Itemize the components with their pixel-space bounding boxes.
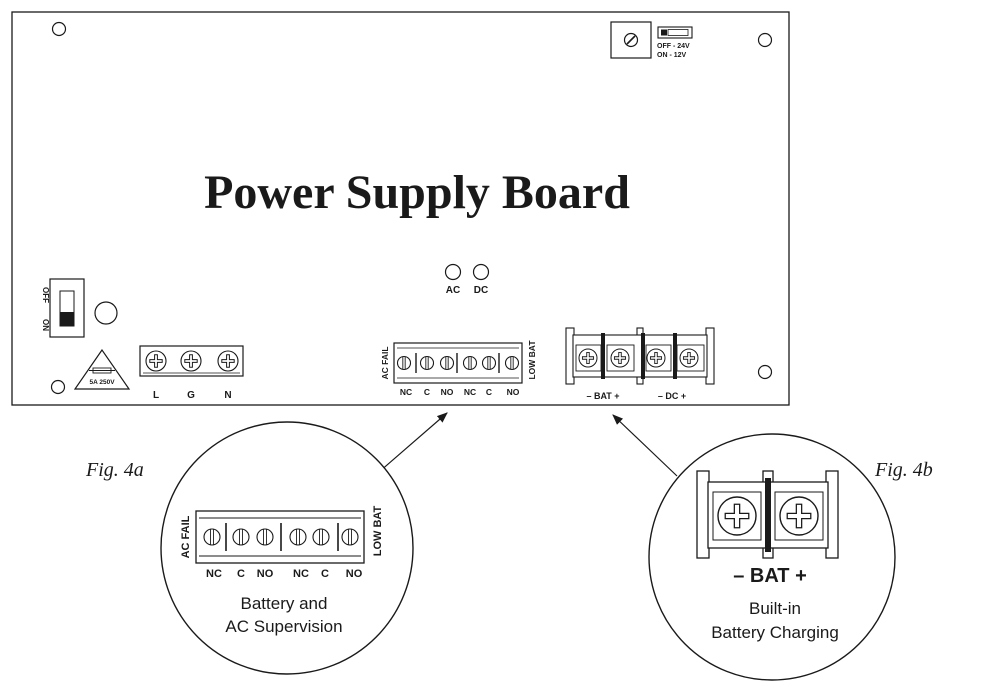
terminal-screw-icon[interactable] (439, 355, 455, 371)
mounting-hole-icon (50, 379, 66, 395)
relay-label-c1: C (424, 387, 430, 397)
relay-terminal-labels: NC C NO NC C NO (400, 387, 520, 397)
dc-led-label: DC (474, 285, 488, 296)
phillips-screw-icon[interactable] (679, 348, 699, 368)
ac-input-labels: L G N (153, 390, 232, 401)
ac-led-icon (444, 263, 462, 281)
terminal-screw-icon[interactable] (341, 528, 359, 546)
fig-4b-description-line1: Built-in (749, 599, 801, 618)
ac-input-screws (145, 350, 239, 372)
fig-4b-bat-label: – BAT + (733, 565, 807, 587)
phillips-screw-icon[interactable] (578, 348, 598, 368)
power-switch-off-label: OFF (41, 287, 50, 303)
board-title: Power Supply Board (204, 166, 630, 219)
fig-4a-terminal-block (195, 510, 365, 564)
terminal-label-n: N (224, 390, 231, 401)
relay-label-nc1: NC (400, 387, 412, 397)
phillips-screw-icon[interactable] (646, 348, 666, 368)
fig-4a-terminal-screws (203, 523, 359, 551)
terminal-screw-icon[interactable] (396, 355, 412, 371)
fig-4a-label-nc2: NC (293, 568, 309, 580)
terminal-screw-icon[interactable] (289, 528, 307, 546)
relay-terminal-block (393, 342, 523, 384)
terminal-screw-icon[interactable] (419, 355, 435, 371)
relay-ac-fail-label: AC FAIL (380, 346, 390, 379)
terminal-screw-icon[interactable] (312, 528, 330, 546)
bat-terminal-label: – BAT + (586, 391, 619, 401)
terminal-screw-icon[interactable] (256, 528, 274, 546)
phillips-screw-icon[interactable] (610, 348, 630, 368)
relay-terminal-screws (396, 353, 520, 373)
bat-dc-barrier-strip (565, 327, 715, 385)
fig-4b-barrier-strip (696, 470, 839, 559)
fuse-rating: 5A 250V (89, 379, 115, 386)
terminal-screw-icon[interactable] (481, 355, 497, 371)
phillips-screw-icon[interactable] (217, 350, 239, 372)
board-circle-icon (94, 301, 118, 325)
fig-4a-label-no1: NO (257, 568, 274, 580)
fig-4b-pointer-arrow (612, 414, 678, 477)
dip-on-label: ON - 12V (657, 52, 687, 59)
relay-label-no1: NO (441, 387, 454, 397)
fig-4a-label-nc1: NC (206, 568, 222, 580)
dc-led-icon (472, 263, 490, 281)
relay-label-no2: NO (507, 387, 520, 397)
terminal-screw-icon[interactable] (203, 528, 221, 546)
relay-low-bat-label: LOW BAT (527, 340, 537, 380)
fig-4a-label-c1: C (237, 568, 245, 580)
power-switch-lever[interactable] (60, 312, 74, 326)
power-switch-on-label: ON (41, 319, 50, 331)
phillips-screw-icon[interactable] (180, 350, 202, 372)
mounting-hole-icon (757, 364, 773, 380)
ac-led-label: AC (446, 285, 460, 296)
fig-4a-ac-fail-label: AC FAIL (180, 515, 192, 558)
dip-off-label: OFF - 24V (657, 43, 690, 50)
fig-4b-caption: Fig. 4b (874, 459, 933, 481)
relay-label-c2: C (486, 387, 492, 397)
fig-4a-caption: Fig. 4a (85, 459, 144, 481)
terminal-label-l: L (153, 390, 159, 401)
mounting-hole-icon (757, 32, 773, 48)
dc-terminal-label: – DC + (658, 391, 686, 401)
fig-4a-label-c2: C (321, 568, 329, 580)
phillips-screw-icon[interactable] (145, 350, 167, 372)
terminal-screw-icon[interactable] (504, 355, 520, 371)
terminal-label-g: G (187, 390, 195, 401)
mounting-hole-icon (51, 21, 67, 37)
trimmer-knob-icon[interactable] (623, 32, 639, 48)
fig-4a-low-bat-label: LOW BAT (372, 505, 384, 556)
phillips-screw-icon[interactable] (779, 496, 819, 536)
fig-4a-description-line2: AC Supervision (225, 617, 342, 636)
phillips-screw-icon[interactable] (717, 496, 757, 536)
terminal-screw-icon[interactable] (462, 355, 478, 371)
relay-label-nc2: NC (464, 387, 476, 397)
fig-4a-terminal-labels: NC C NO NC C NO (206, 568, 363, 580)
power-switch[interactable] (49, 278, 85, 338)
fig-4a-description-line1: Battery and (241, 594, 328, 613)
fig-4b-description-line2: Battery Charging (711, 623, 839, 642)
terminal-screw-icon[interactable] (232, 528, 250, 546)
fig-4a-label-no2: NO (346, 568, 363, 580)
fig-4a-pointer-arrow (378, 412, 448, 473)
